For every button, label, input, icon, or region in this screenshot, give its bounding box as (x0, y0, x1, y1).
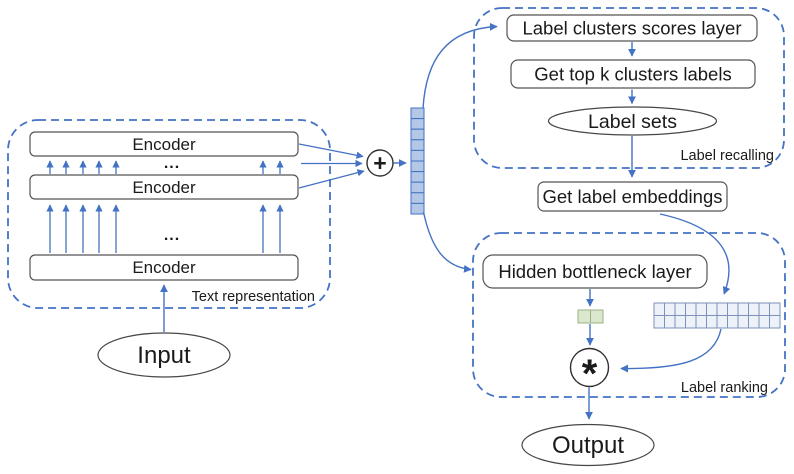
input-node: Input (97, 284, 231, 378)
text-representation-caption: Text representation (192, 289, 315, 305)
text-embedding-vector (410, 107, 425, 215)
output-node: Output (521, 387, 655, 467)
input-label: Input (137, 342, 191, 369)
get-top-k-label: Get top k clusters labels (534, 64, 731, 85)
layer-arrows-upper (46, 160, 284, 174)
label-ranking-caption: Label ranking (681, 380, 768, 396)
sum-symbol: + (373, 150, 386, 176)
vector-to-recalling-curve (422, 22, 498, 109)
sum-circle (366, 149, 394, 177)
multiply-symbol: * (582, 352, 598, 396)
label-recalling-boundary (473, 7, 785, 169)
encoder-bottom-box (29, 254, 299, 281)
matrix-to-multiply-curve (620, 328, 722, 373)
embeddings-to-matrix-curve (659, 213, 731, 295)
output-ellipse (521, 423, 655, 467)
sum-operator: + (298, 143, 407, 189)
label-ranking-group: Hidden bottleneck layer * Label ranking (472, 232, 786, 398)
label-clusters-scores-label: Label clusters scores layer (522, 18, 741, 39)
get-top-k-box (510, 59, 756, 89)
encoder-top-box (29, 131, 299, 157)
encoder-bottom-label: Encoder (132, 258, 196, 277)
label-clusters-scores-box (506, 14, 758, 42)
ellipsis-lower: ... (164, 227, 180, 244)
label-embeddings-matrix (653, 302, 781, 329)
get-label-embeddings-label: Get label embeddings (543, 186, 723, 207)
get-label-embeddings-node: Get label embeddings (537, 181, 728, 212)
label-sets-ellipse (547, 106, 718, 136)
text-representation-group: Encoder Encoder Encoder ... ... Text (7, 119, 331, 309)
bottleneck-vector (577, 309, 604, 324)
layer-arrows-lower (46, 204, 284, 253)
encoder-middle-label: Encoder (132, 178, 196, 197)
get-label-embeddings-box (537, 181, 728, 212)
vector-to-bottleneck-curve (422, 211, 472, 273)
encoder-top-label: Encoder (132, 135, 196, 154)
label-sets-label: Label sets (588, 111, 677, 133)
output-label: Output (552, 432, 624, 459)
encoder-top-to-sum-arrow (298, 143, 364, 159)
encoder-middle-box (29, 174, 299, 200)
hidden-bottleneck-box (482, 254, 708, 289)
hidden-bottleneck-label: Hidden bottleneck layer (498, 261, 691, 282)
label-recalling-group: Label clusters scores layer Get top k cl… (473, 7, 785, 169)
label-recalling-caption: Label recalling (680, 148, 774, 164)
ellipsis-upper: ... (164, 155, 180, 172)
input-ellipse (97, 332, 231, 378)
text-representation-boundary (7, 119, 331, 309)
encoder-low-to-sum-arrow (298, 169, 365, 189)
multiply-circle (569, 347, 610, 388)
label-ranking-boundary (472, 232, 786, 398)
